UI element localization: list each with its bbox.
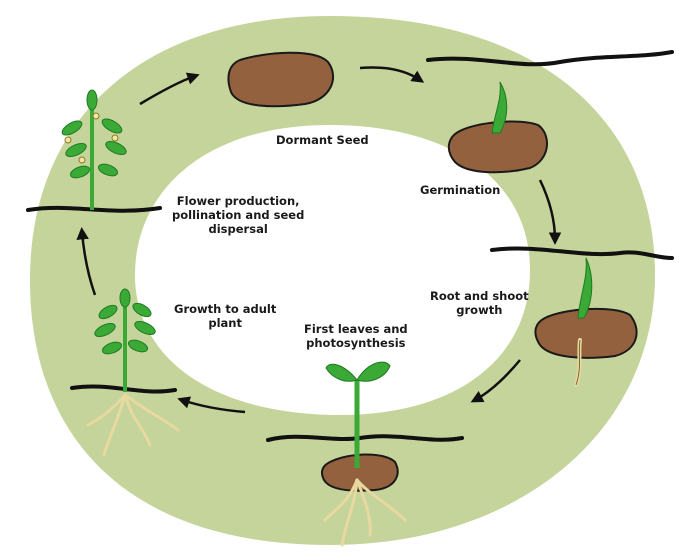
label-dormant-seed: Dormant Seed — [276, 133, 369, 147]
label-adult-plant: Growth to adult plant — [174, 302, 276, 330]
label-germination: Germination — [420, 183, 500, 197]
dormant-seed-illustration — [228, 53, 333, 106]
seed-leaf-right — [357, 362, 390, 381]
label-flowering: Flower production, pollination and seed … — [172, 194, 304, 236]
label-root-shoot: Root and shoot growth — [430, 289, 529, 317]
seed-leaf-left — [326, 364, 357, 381]
label-first-leaves: First leaves and photosynthesis — [304, 322, 408, 350]
